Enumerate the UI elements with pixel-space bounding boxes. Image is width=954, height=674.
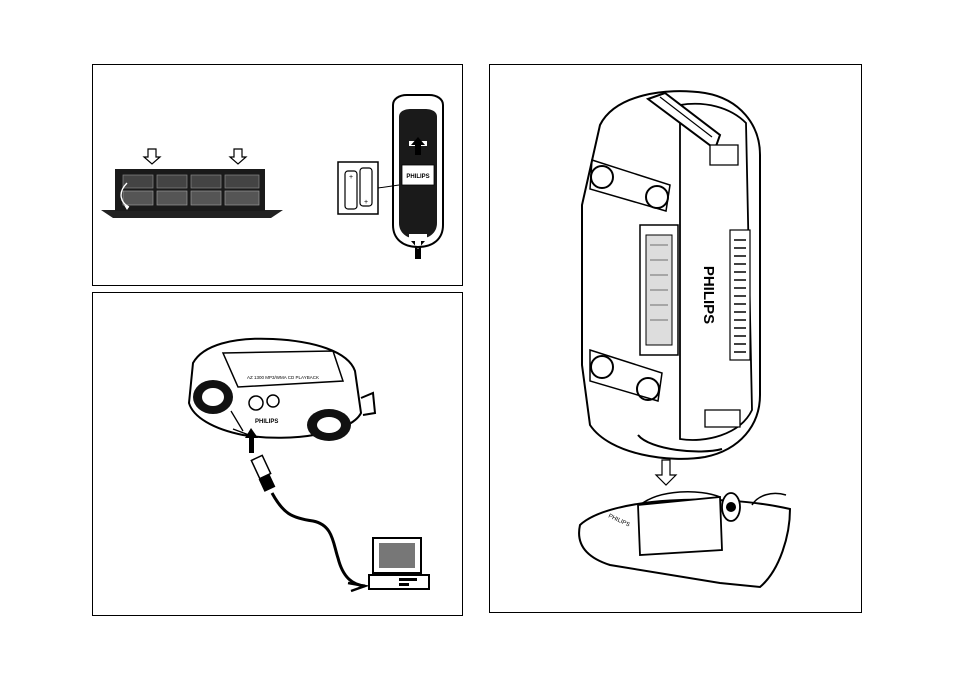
usb-plug-icon [251,455,275,491]
boombox-unit: AZ 1300 MP3/WMA CD PLAYBACK PHILIPS [189,339,375,441]
computer-icon [369,538,429,589]
cd-lid-label: AZ 1300 MP3/WMA CD PLAYBACK [247,375,319,380]
svg-text:+: + [364,199,368,206]
insert-arrow-icon [144,149,246,164]
upright-unit: PHILIPS [582,91,760,459]
dock-base-panel: PHILIPS PHILIPS [489,64,862,613]
down-arrow-icon [656,460,676,485]
remote-brand-label: PHILIPS [406,174,429,180]
dock-base: PHILIPS [579,492,790,587]
svg-text:+: + [349,174,353,181]
battery-install-panel: PHILIPS + + [92,64,463,286]
unit-brand-label: PHILIPS [700,266,717,324]
usb-illustration: AZ 1300 MP3/WMA CD PLAYBACK PHILIPS [93,293,464,617]
battery-compartment [101,169,283,218]
battery-illustration: PHILIPS + + [93,65,464,287]
remote-control: PHILIPS [393,95,443,259]
dock-illustration: PHILIPS PHILIPS [490,65,863,614]
usb-connection-panel: AZ 1300 MP3/WMA CD PLAYBACK PHILIPS [92,292,463,616]
boombox-brand-label: PHILIPS [255,419,278,425]
coin-battery-icon: + + [338,162,399,214]
usb-cable [272,493,365,586]
